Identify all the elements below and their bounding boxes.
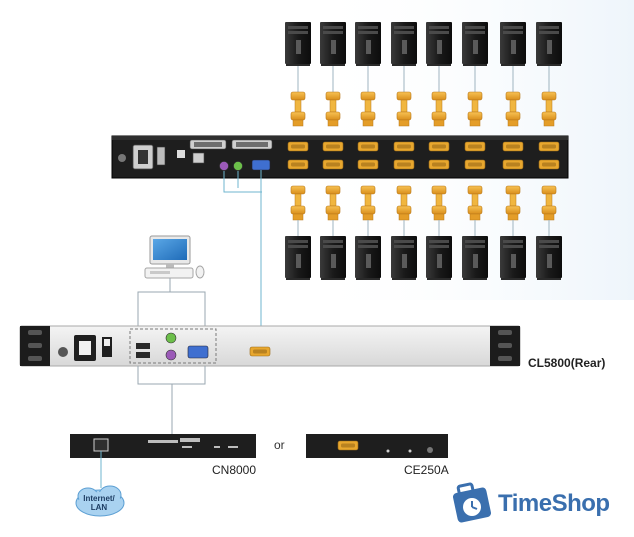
kvm-port-icon	[357, 159, 379, 170]
pc-cables	[137, 278, 206, 328]
computer-icon	[391, 236, 417, 280]
ps2-port-icon	[219, 161, 229, 171]
top-cables	[297, 64, 550, 92]
cn8000-device	[70, 434, 256, 458]
computer-icon	[426, 236, 452, 280]
computer-icon	[320, 236, 346, 280]
kvm-port-icon	[502, 159, 524, 170]
desktop-pc-icon	[144, 235, 205, 279]
kvm-switch-rear	[111, 135, 569, 179]
computer-icon	[285, 22, 311, 66]
computer-icon	[536, 22, 562, 66]
timeshop-logo-icon	[452, 482, 492, 523]
screw-icon	[58, 347, 68, 357]
kvm-port-icon	[287, 141, 309, 152]
cloud-label: Internet/ LAN	[77, 494, 121, 512]
usb-port-icon	[136, 343, 150, 349]
ps2-port-icon	[165, 349, 177, 361]
kvm-port-icon	[249, 346, 271, 357]
or-label: or	[274, 438, 285, 452]
computer-icon	[391, 22, 417, 66]
vga-port-icon	[251, 159, 271, 171]
kvm-port-icon	[428, 159, 450, 170]
cloud-label-line2: LAN	[90, 503, 108, 512]
computer-icon	[285, 236, 311, 280]
screw-icon	[118, 154, 126, 162]
kvm-port-icon	[464, 159, 486, 170]
kvm-port-icon	[287, 159, 309, 170]
kvm-port-icon	[428, 141, 450, 152]
kvm-port-icon	[393, 159, 415, 170]
computer-icon	[462, 236, 488, 280]
kvm-port-icon	[538, 159, 560, 170]
brand-watermark: TimeShop	[446, 482, 616, 530]
cl5800-label: CL5800(Rear)	[528, 356, 606, 370]
console-cables	[223, 170, 262, 352]
console-port-panel	[129, 328, 217, 364]
vga-port-icon	[187, 345, 209, 359]
rack-cables	[137, 366, 206, 434]
brand-text: TimeShop	[498, 490, 610, 517]
ethernet-port-icon	[192, 152, 205, 164]
computer-icon	[536, 236, 562, 280]
ps2-port-icon	[165, 332, 177, 344]
power-switch-icon	[156, 146, 166, 166]
kvm-port-icon	[322, 159, 344, 170]
power-switch-icon	[102, 337, 112, 357]
kvm-port-icon	[502, 141, 524, 152]
computer-icon	[320, 22, 346, 66]
internet-cloud-icon	[75, 485, 125, 517]
cloud-label-line1: Internet/	[83, 494, 115, 503]
kvm-port-icon	[357, 141, 379, 152]
computer-icon	[500, 22, 526, 66]
computer-icon	[355, 22, 381, 66]
ethernet-port-icon	[93, 438, 109, 452]
kvm-port-icon	[322, 141, 344, 152]
mouse-icon	[195, 265, 205, 279]
kvm-port-icon	[538, 141, 560, 152]
cn8000-label: CN8000	[212, 463, 257, 477]
bottom-cables	[297, 220, 550, 236]
ce250a-device	[306, 434, 448, 458]
kvm-port-icon	[393, 141, 415, 152]
kvm-port-icon	[337, 440, 359, 451]
computer-icon	[500, 236, 526, 280]
cl5800-rack-unit	[19, 325, 521, 367]
computer-icon	[462, 22, 488, 66]
kvm-port-icon	[464, 141, 486, 152]
computer-icon	[355, 236, 381, 280]
computer-icon	[426, 22, 452, 66]
usb-port-icon	[136, 352, 150, 358]
ce250a-label: CE250A	[404, 463, 449, 477]
ps2-port-icon	[233, 161, 243, 171]
